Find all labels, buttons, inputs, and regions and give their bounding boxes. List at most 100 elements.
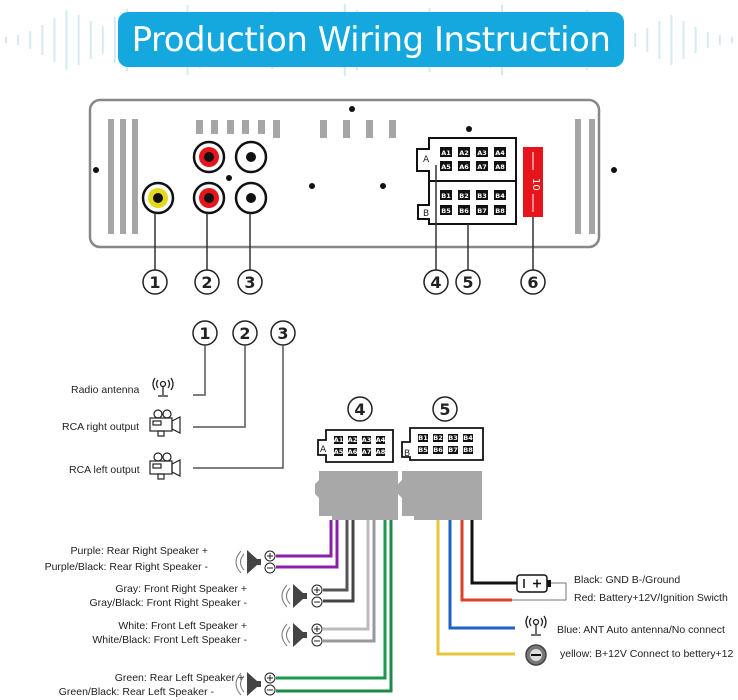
- wave-bar: [41, 25, 44, 55]
- pin-b1: [418, 434, 428, 442]
- callout-4: 4: [423, 269, 449, 295]
- plus-terminal-icon: [264, 672, 276, 684]
- pin-b3: [448, 434, 458, 442]
- pin-a3: [476, 147, 488, 157]
- wave-bar: [89, 21, 92, 59]
- harness-callout-4: 4: [347, 396, 373, 422]
- speaker-rr-plus-label: Purple: Rear Right Speaker +: [70, 545, 208, 557]
- wave-bar: [706, 32, 709, 48]
- pin-label: B2: [459, 192, 468, 200]
- output-label-radio-antenna: Radio antenna: [71, 384, 140, 396]
- svg-text:3: 3: [277, 324, 288, 343]
- pin-b2: [458, 190, 470, 200]
- rca-jack-red-top: [192, 140, 226, 174]
- speaker-icon: [235, 672, 261, 696]
- pin-label: B6: [433, 446, 443, 454]
- pin-label: A5: [441, 163, 451, 171]
- left-vent: [108, 119, 138, 234]
- pin-label: B3: [448, 434, 457, 442]
- wave-bar: [113, 17, 116, 63]
- output-callout-2: 2: [232, 320, 258, 346]
- pin-a3: [362, 436, 371, 444]
- harness-callout-5: 5: [432, 396, 458, 422]
- harness-connector-a: [317, 429, 394, 463]
- pin-b8: [494, 205, 506, 215]
- wave-bar: [670, 15, 673, 65]
- callout-6: 6: [520, 269, 546, 295]
- pin-label: B1: [418, 434, 428, 442]
- speaker-fl-minus-label: White/Black: Front Left Speaker -: [92, 634, 247, 646]
- output-label-rca-right: RCA right output: [62, 421, 140, 433]
- wave-bar: [658, 21, 661, 59]
- pin-b4: [494, 190, 506, 200]
- plus-terminal-icon: [264, 550, 276, 562]
- wire-gray: [323, 520, 349, 592]
- pin-label: A8: [376, 448, 386, 456]
- pin-a4: [376, 436, 385, 444]
- pin-b3: [476, 190, 488, 200]
- wave-bar: [730, 37, 733, 43]
- rca-jack-white-bottom: [234, 181, 268, 215]
- connector-b-letter: B: [423, 209, 429, 219]
- wave-bar: [694, 27, 697, 53]
- pin-label: A1: [334, 436, 344, 444]
- plus-terminal-icon: [311, 584, 323, 596]
- pin-label: B2: [433, 434, 442, 442]
- wave-bar: [29, 31, 32, 49]
- pin-label: A3: [362, 436, 372, 444]
- pin-label: A4: [495, 149, 505, 157]
- wire-green-black: [276, 520, 393, 693]
- fuse-rating: 10: [530, 178, 541, 191]
- svg-text:1: 1: [149, 273, 160, 292]
- harness-b-letter: B: [404, 449, 410, 459]
- pin-b4: [463, 434, 473, 442]
- pin-a1: [440, 147, 452, 157]
- callout-3: 3: [237, 269, 263, 295]
- pin-a1: [334, 436, 343, 444]
- wire-red: [460, 520, 512, 602]
- minus-terminal-icon: [311, 596, 323, 608]
- pin-b7: [448, 446, 458, 454]
- ignition-key-icon: [525, 644, 547, 666]
- svg-text:3: 3: [244, 273, 255, 292]
- svg-text:5: 5: [462, 273, 473, 292]
- pin-b5: [440, 205, 452, 215]
- pin-a7: [476, 161, 488, 171]
- pin-label: A7: [362, 448, 372, 456]
- pin-label: A6: [459, 163, 469, 171]
- power-label-antenna: Blue: ANT Auto antenna/No connect: [557, 624, 725, 636]
- svg-text:4: 4: [430, 273, 441, 292]
- pin-label: A5: [334, 448, 344, 456]
- pin-a6: [458, 161, 470, 171]
- harness-a-letter: A: [320, 445, 327, 455]
- rca-jack-yellow: [141, 181, 175, 215]
- antenna-icon: [152, 377, 174, 397]
- speaker-rl-plus-label: Green: Rear Left Speaker +: [114, 672, 244, 684]
- antenna-icon: [525, 615, 547, 636]
- callout-2: 2: [194, 269, 220, 295]
- wave-bar: [634, 33, 637, 47]
- plus-terminal-icon: [311, 623, 323, 635]
- pin-label: B6: [459, 207, 469, 215]
- wave-bar: [101, 26, 104, 54]
- pin-b7: [476, 205, 488, 215]
- wave-bar: [77, 15, 80, 65]
- wire-white-black: [323, 520, 376, 643]
- battery-icon: [516, 574, 551, 593]
- pin-label: B7: [448, 446, 457, 454]
- pin-label: B4: [463, 434, 473, 442]
- svg-text:4: 4: [354, 400, 365, 419]
- pin-label: B5: [418, 446, 428, 454]
- callout-5: 5: [455, 269, 481, 295]
- screws: [93, 106, 617, 189]
- svg-text:1: 1: [199, 324, 210, 343]
- pin-b6: [458, 205, 470, 215]
- speaker-rr-minus-label: Purple/Black: Rear Right Speaker -: [44, 561, 208, 573]
- pin-b5: [418, 446, 428, 454]
- pin-a6: [348, 448, 357, 456]
- pin-label: B3: [477, 192, 486, 200]
- pin-b8: [463, 446, 473, 454]
- pin-label: A3: [477, 149, 487, 157]
